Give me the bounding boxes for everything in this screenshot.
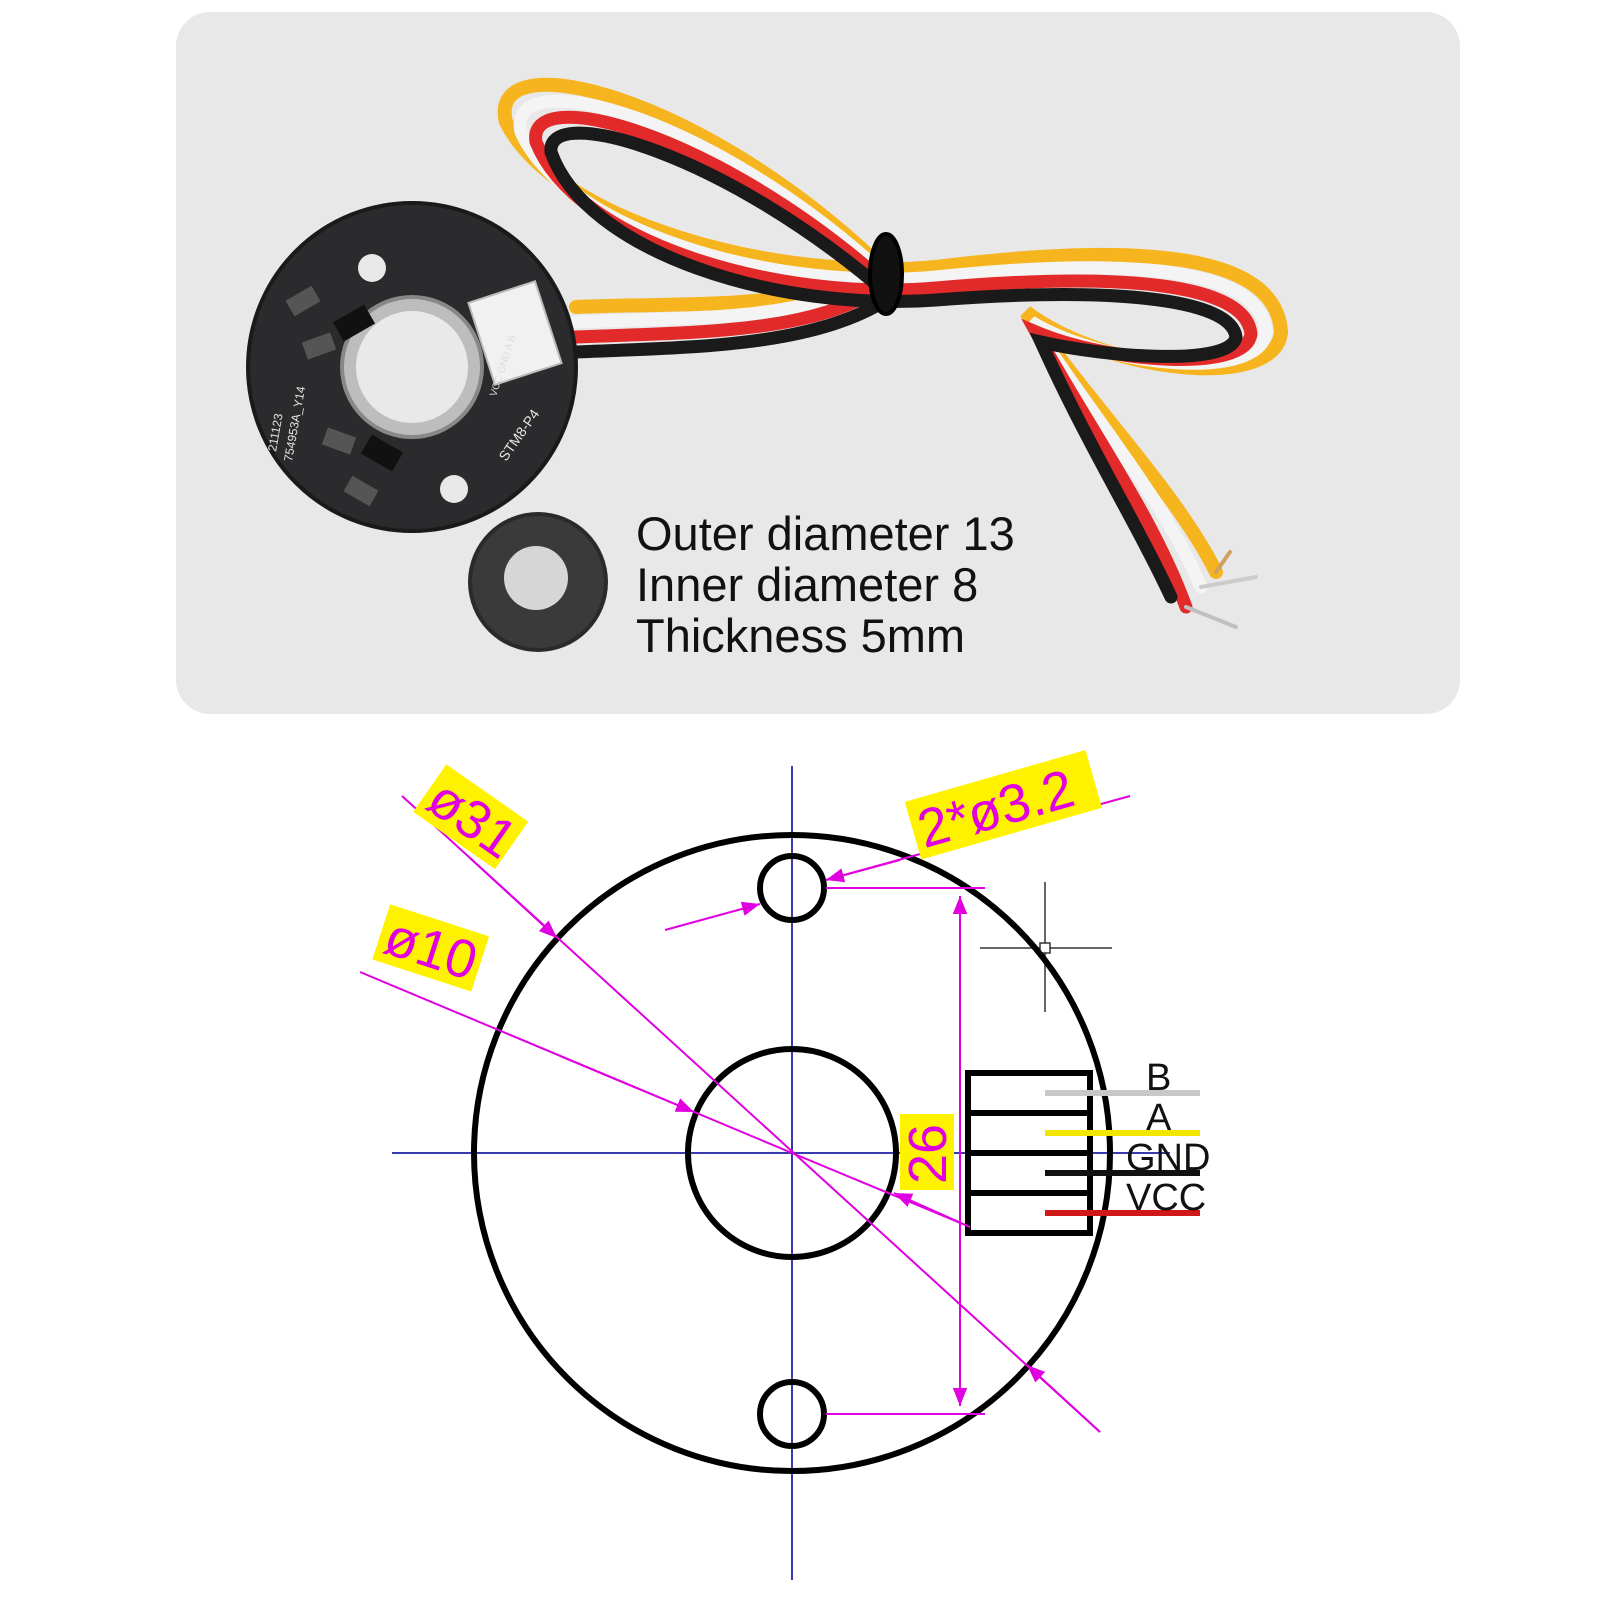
pin-label-b: B	[1146, 1057, 1171, 1099]
sensor-chip	[343, 475, 379, 507]
technical-drawing-svg: B A GND VCC ø31	[359, 750, 1210, 1580]
cable-tie	[868, 232, 904, 316]
inner-circle	[685, 1046, 899, 1260]
dim-label-inner: ø10	[372, 904, 490, 992]
magnet-ring-hole	[504, 546, 568, 610]
pin-label-a: A	[1146, 1097, 1172, 1139]
pcb-mount-hole-top	[358, 254, 386, 282]
wire-yellow	[497, 77, 1289, 579]
dim-label-outer: ø31	[413, 764, 529, 870]
dim-label-holes: 2*ø3.2	[904, 750, 1103, 860]
spec-outer-diameter: Outer diameter 13	[636, 507, 1015, 560]
hall-sensor	[332, 304, 376, 342]
spec-thickness: Thickness 5mm	[636, 609, 966, 662]
jst-connector	[467, 280, 563, 386]
pcb-code-line1: 211123	[265, 412, 285, 452]
sensor-pcb: VCC GND A B STM8-P4 211123 754953A_Y14	[246, 201, 578, 533]
pcb-center-hole	[356, 311, 468, 423]
sensor-chip	[285, 285, 321, 317]
pin-wires	[1045, 1090, 1200, 1216]
dim-text-inner: ø10	[377, 906, 484, 992]
hall-sensor	[360, 434, 404, 472]
pin-label-gnd: GND	[1126, 1137, 1210, 1179]
mount-hole-bottom	[757, 1379, 827, 1449]
magnet-ring	[468, 512, 608, 652]
product-photo-panel: VCC GND A B STM8-P4 211123 754953A_Y14 O…	[176, 12, 1460, 714]
outer-circle	[471, 832, 1113, 1474]
dim-text-holes: 2*ø3.2	[911, 758, 1080, 860]
pin-label-vcc: VCC	[1126, 1177, 1206, 1219]
technical-drawing: B A GND VCC ø31	[0, 720, 1600, 1600]
pcb-mount-hole-bottom	[440, 475, 468, 503]
mount-hole-top	[757, 853, 827, 923]
spec-inner-diameter: Inner diameter 8	[636, 558, 979, 611]
dim-text-spacing: 26	[898, 1124, 958, 1184]
sensor-chip	[301, 332, 337, 360]
wire-harness	[497, 77, 1289, 629]
crosshair-marker	[980, 882, 1112, 1012]
product-photo: VCC GND A B STM8-P4 211123 754953A_Y14	[246, 77, 1289, 652]
part-outline	[471, 832, 1113, 1474]
sensor-chip	[321, 427, 357, 455]
dim-label-spacing: 26	[898, 1114, 958, 1190]
